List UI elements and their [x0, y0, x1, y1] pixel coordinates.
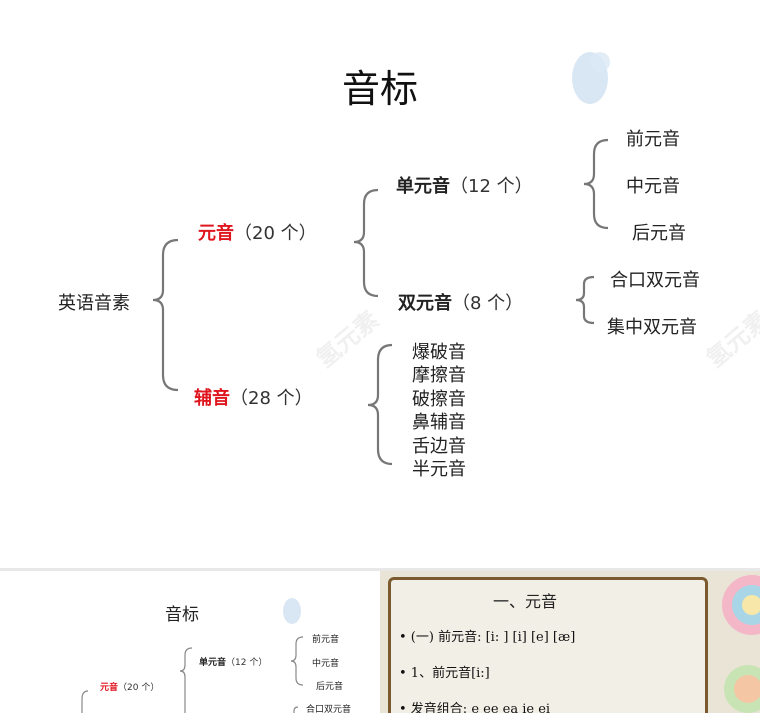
vowel-node: 元音（20 个） — [198, 219, 317, 245]
decorative-cloud-icon — [572, 52, 610, 104]
divider — [0, 568, 760, 571]
list-item: 后元音 — [632, 223, 686, 244]
consonant-count: （28 个） — [230, 388, 313, 409]
panel-line: • (一) 前元音: [i: ] [i] [e] [æ] — [399, 630, 576, 645]
monophthong-node: 单元音（12 个） — [396, 172, 533, 198]
panel-line: • 发音组合: e ee ea ie ei — [399, 702, 551, 713]
consonant-label: 辅音 — [194, 388, 230, 409]
diphthong-node: 双元音（8 个） — [398, 289, 523, 315]
slide-title: 音标 — [341, 67, 418, 111]
list-item: 舌边音 — [412, 436, 466, 457]
monophthong-label: 单元音 — [199, 658, 227, 668]
thumbnail-monophthong-node: 单元音（12 个） — [199, 655, 267, 668]
slide-preview[interactable]: 音标 氢元素 氢元素 英语音素 元音（20 个） 辅音（28 个） 单元音（12… — [0, 0, 760, 568]
thumbnail-title: 音标 — [165, 605, 199, 625]
panel-title: 一、元音 — [493, 592, 558, 611]
list-item: 集中双元音 — [607, 317, 697, 338]
list-item: 中元音 — [312, 659, 340, 669]
thumbnail-slide-2[interactable]: 一、元音 • (一) 前元音: [i: ] [i] [e] [æ] • 1、前元… — [380, 571, 760, 713]
list-item: 后元音 — [316, 682, 344, 692]
thumbnail-vowel-node: 元音（20 个） — [100, 680, 159, 693]
monophthong-label: 单元音 — [396, 176, 450, 197]
list-item: 中元音 — [626, 176, 680, 197]
decorative-cloud-icon — [81, 598, 304, 713]
list-item: 合口双元音 — [610, 270, 700, 291]
vowel-count: （20 个） — [234, 223, 317, 244]
list-item: 半元音 — [412, 459, 466, 480]
monophthong-count: （12 个） — [450, 176, 533, 197]
vowel-count: （20 个） — [118, 683, 160, 693]
panel-line: • 1、前元音[i:] — [399, 666, 490, 681]
list-item: 破擦音 — [412, 389, 466, 410]
list-item: 鼻辅音 — [412, 412, 466, 433]
consonant-node: 辅音（28 个） — [194, 384, 313, 410]
thumbnail-slide-1[interactable]: 音标 元音（20 个） 单元音（12 个） 前元音 中元音 后元音 合口双元音 — [0, 571, 380, 713]
monophthong-count: （12 个） — [226, 658, 268, 668]
root-node: 英语音素 — [58, 293, 130, 314]
list-item: 爆破音 — [412, 342, 466, 363]
decorative-circles-icon — [722, 575, 760, 713]
vowel-label: 元音 — [198, 223, 234, 244]
diphthong-count: （8 个） — [452, 293, 524, 314]
list-item: 前元音 — [626, 129, 680, 150]
diphthong-label: 双元音 — [398, 293, 452, 314]
list-item: 摩擦音 — [412, 365, 466, 386]
content-panel: 一、元音 • (一) 前元音: [i: ] [i] [e] [æ] • 1、前元… — [388, 577, 708, 713]
tree-brackets — [152, 138, 609, 466]
list-item: 合口双元音 — [306, 705, 352, 713]
list-item: 前元音 — [312, 635, 340, 645]
vowel-label: 元音 — [100, 683, 119, 693]
